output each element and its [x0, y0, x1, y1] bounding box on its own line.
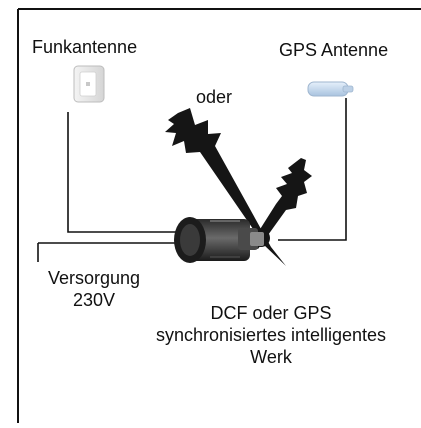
- movement-label-line3: Werk: [250, 347, 292, 367]
- power-supply-label: Versorgung 230V: [34, 267, 154, 311]
- gps-antenna-device: [307, 81, 354, 97]
- power-supply-label-line1: Versorgung: [47, 268, 141, 288]
- or-label: oder: [196, 87, 233, 107]
- movement-label: DCF oder GPS synchronisiertes intelligen…: [126, 302, 416, 368]
- movement-label-line1: DCF oder GPS: [210, 303, 332, 323]
- clock-movement: [174, 217, 264, 263]
- radio-antenna-device: [73, 65, 105, 103]
- radio-antenna-cable: [67, 112, 195, 233]
- radio-antenna-label: Funkantenne: [32, 37, 138, 57]
- hour-hand: [250, 158, 312, 249]
- gps-antenna-cable: [278, 98, 347, 241]
- power-supply-label-line2: 230V: [72, 290, 116, 310]
- gps-antenna-label: GPS Antenne: [279, 40, 389, 60]
- minute-hand: [165, 108, 286, 266]
- movement-label-line2: synchronisiertes intelligentes: [155, 325, 387, 345]
